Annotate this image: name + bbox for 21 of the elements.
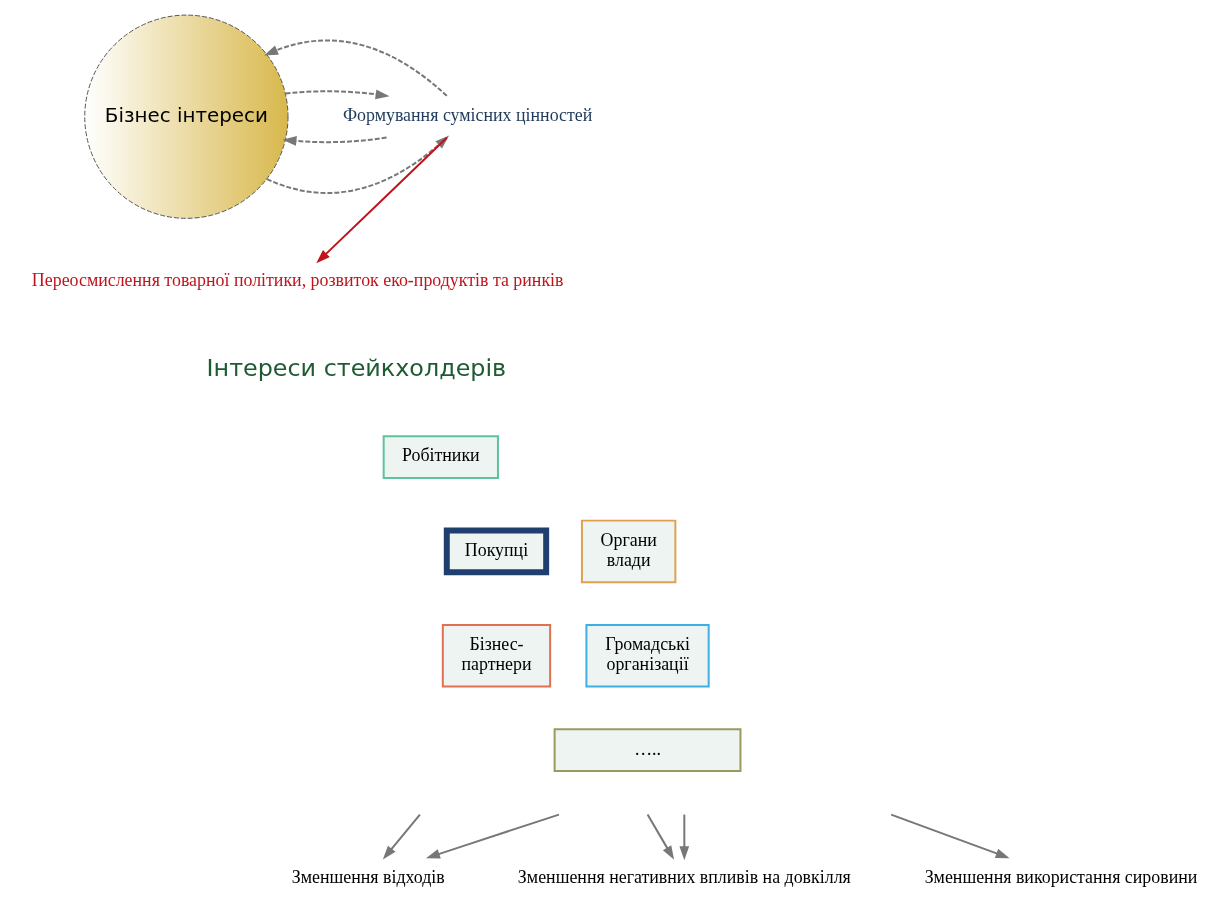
node-box: Громадські організації (585, 624, 710, 688)
arrow (679, 813, 690, 861)
node-box: Органи влади (580, 519, 677, 584)
arrow (426, 813, 560, 859)
node-box: ….. (553, 728, 742, 773)
node-text: Формування сумісних цінностей (342, 105, 593, 126)
arrow (282, 136, 388, 146)
node-box: Покупці (443, 527, 550, 576)
node-text: Зменшення використання сировини (924, 866, 1198, 887)
label: Інтереси стейкхолдерів (206, 353, 507, 382)
node-text: Зменшення негативних впливів на довкілля (517, 866, 851, 887)
arrow (284, 89, 390, 100)
node-box: Робітники (382, 435, 499, 479)
arrow (646, 813, 675, 860)
node-text: Зменшення відходів (291, 866, 445, 887)
arrow (264, 39, 448, 97)
node-text: Переосмислення товарної політики, розвиток еко-продуктів та ринків (31, 270, 564, 291)
node-box: Бізнес-партнери (441, 624, 552, 688)
node-circle: Бізнес інтереси (84, 14, 289, 219)
arrow (382, 813, 421, 860)
arrow (890, 813, 1010, 859)
